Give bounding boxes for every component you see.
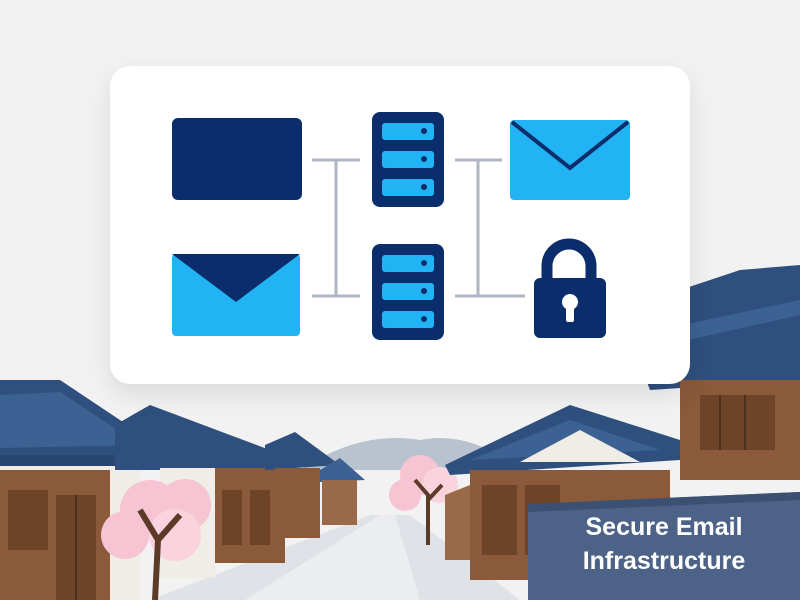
server-stack-icon [372, 112, 444, 207]
left-house-third [265, 432, 365, 538]
caption-title: Secure Email Infrastructure [528, 510, 800, 578]
envelope-icon [510, 120, 630, 200]
caption-banner: Secure Email Infrastructure [528, 492, 800, 600]
right-house-far [445, 485, 470, 560]
blossom-tree-center [389, 455, 458, 545]
server-stack-icon [372, 244, 444, 340]
blossom-tree-left [101, 479, 211, 600]
diagram-card [110, 66, 690, 384]
connector-right [455, 158, 525, 298]
dark-rectangle-icon [172, 118, 302, 200]
caption-line-2: Infrastructure [582, 547, 746, 575]
email-diagram [172, 112, 630, 340]
padlock-icon [534, 238, 606, 338]
connector-lines [312, 158, 525, 298]
caption-line-1: Secure Email [585, 513, 743, 541]
caption-backdrop [528, 492, 800, 600]
envelope-icon [172, 254, 300, 336]
connector-left [312, 158, 360, 298]
left-house-front [0, 380, 150, 600]
